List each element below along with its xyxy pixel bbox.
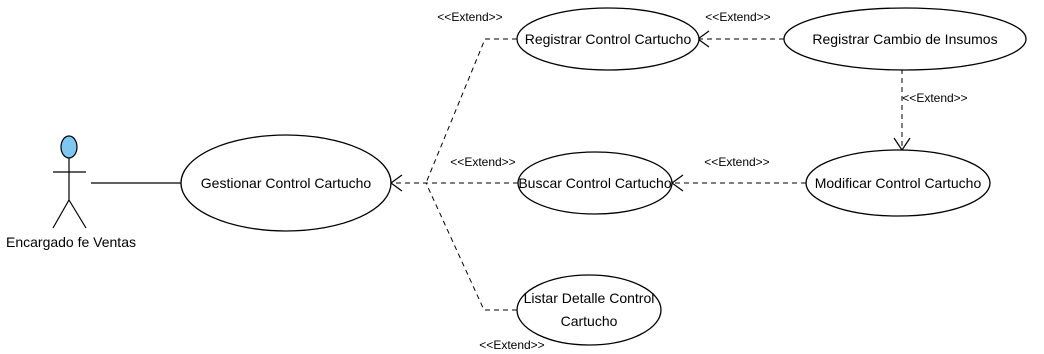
extend-registrar-to-gestionar-line	[425, 38, 517, 184]
usecase-ellipse	[180, 134, 392, 232]
usecase-label-line1: Listar Detalle Control	[524, 290, 655, 306]
usecase-listar-detalle-control-cartucho[interactable]: Listar Detalle Control Cartucho	[516, 274, 662, 346]
usecase-ellipse	[805, 149, 991, 217]
usecase-ellipse	[516, 7, 700, 71]
usecase-label: Buscar Control Cartucho	[518, 175, 672, 191]
usecase-label: Modificar Control Cartucho	[815, 175, 982, 191]
usecase-ellipse	[783, 7, 1027, 71]
extend-label-modificar: <<Extend>>	[902, 91, 967, 105]
usecase-registrar-cambio-de-insumos[interactable]: Registrar Cambio de Insumos	[783, 7, 1027, 71]
actor-left-leg	[52, 199, 70, 229]
usecase-registrar-control-cartucho[interactable]: Registrar Control Cartucho	[516, 7, 700, 71]
actor-label: Encargado fe Ventas	[6, 234, 136, 250]
actor-right-leg	[68, 199, 87, 229]
actor-head	[60, 135, 78, 159]
extend-label-registrar: <<Extend>>	[437, 10, 502, 24]
usecase-gestionar-control-cartucho[interactable]: Gestionar Control Cartucho	[180, 134, 392, 232]
usecase-label-line2: Cartucho	[561, 313, 618, 329]
usecase-label: Registrar Cambio de Insumos	[812, 31, 997, 47]
extend-listar-to-gestionar-line	[425, 182, 517, 311]
usecase-ellipse	[516, 274, 662, 346]
actor-encargado[interactable]: Encargado fe Ventas	[6, 135, 136, 250]
extend-label-buscar: <<Extend>>	[450, 155, 515, 169]
usecase-label: Gestionar Control Cartucho	[201, 175, 372, 191]
usecase-ellipse	[517, 151, 673, 215]
usecase-buscar-control-cartucho[interactable]: Buscar Control Cartucho	[517, 151, 673, 215]
extend-label-modificar-buscar: <<Extend>>	[704, 155, 769, 169]
usecase-modificar-control-cartucho[interactable]: Modificar Control Cartucho	[805, 149, 991, 217]
extend-label-registrarcambio: <<Extend>>	[705, 10, 770, 24]
extend-label-listar: <<Extend>>	[479, 338, 544, 352]
usecase-label: Registrar Control Cartucho	[525, 31, 692, 47]
